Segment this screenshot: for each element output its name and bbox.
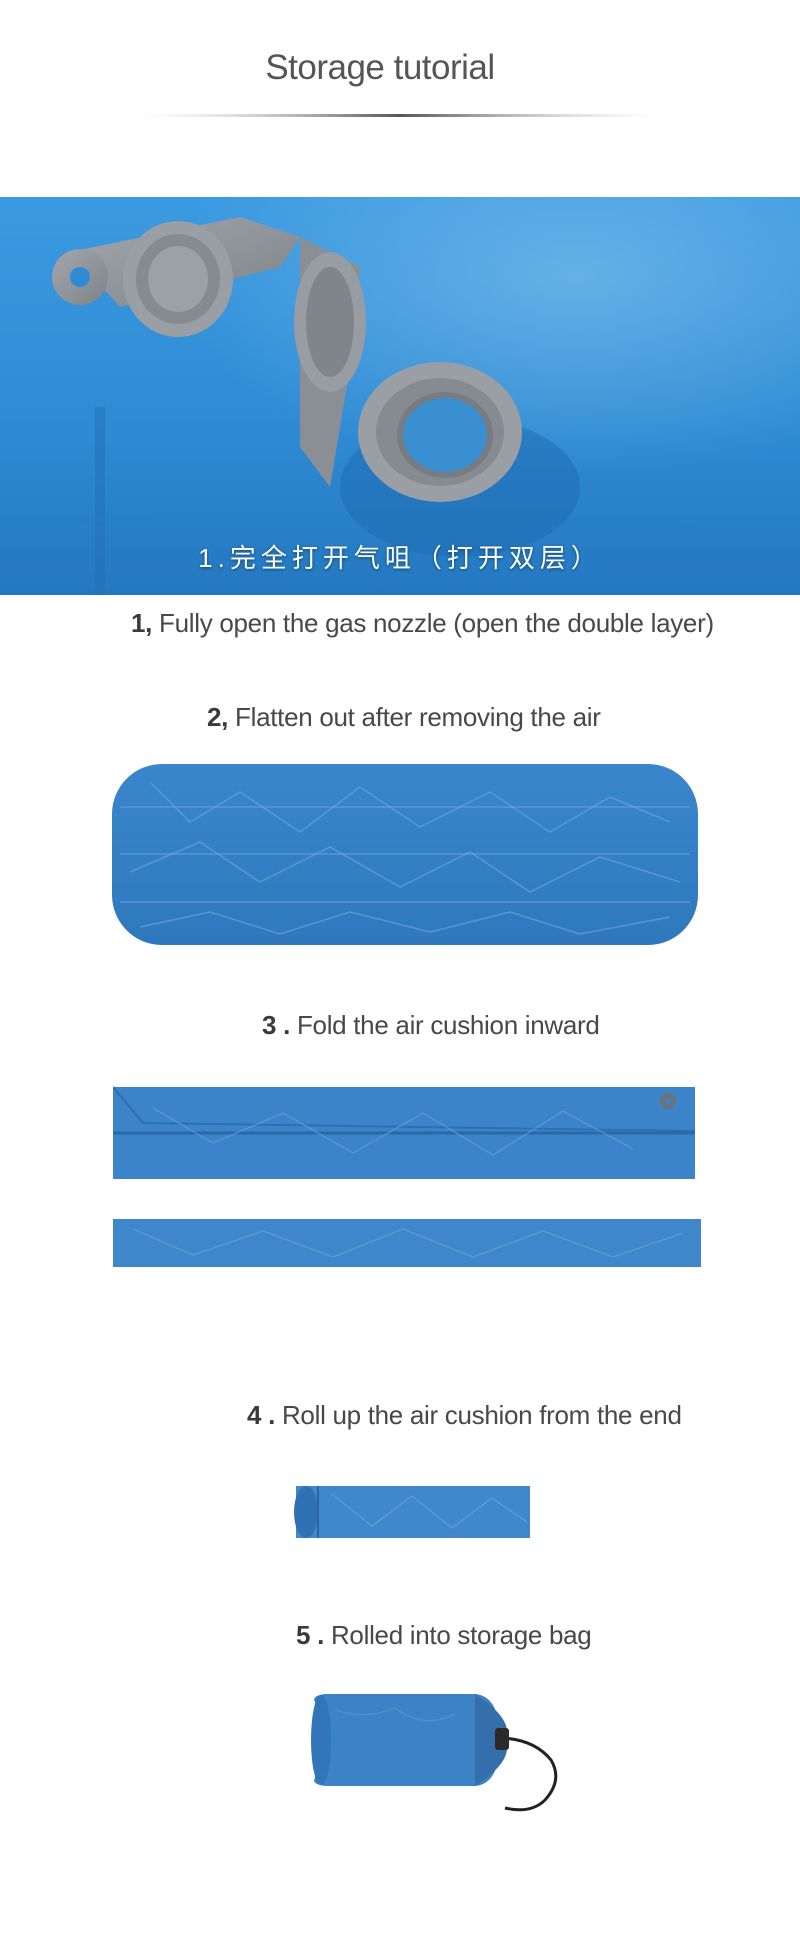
step-1-text: Fully open the gas nozzle (open the doub… <box>159 608 714 638</box>
title-divider <box>138 104 663 117</box>
hero-caption: 1.完全打开气咀（打开双层） <box>198 543 602 573</box>
page-title: Storage tutorial <box>265 48 495 87</box>
step-3-heading: 3 . Fold the air cushion inward <box>262 1010 600 1041</box>
step-1-heading: 1, Fully open the gas nozzle (open the d… <box>131 608 714 639</box>
gas-nozzle-photo <box>0 197 800 595</box>
step-3-text: Fold the air cushion inward <box>296 1010 600 1040</box>
step-3-number: 3 . <box>262 1010 291 1040</box>
step-2-text: Flatten out after removing the air <box>235 702 601 732</box>
step-5-text: Rolled into storage bag <box>330 1620 592 1650</box>
step-2-heading: 2, Flatten out after removing the air <box>207 702 601 733</box>
step-2-number: 2, <box>207 702 229 732</box>
storage-bag-image <box>305 1690 575 1830</box>
step-4-heading: 4 . Roll up the air cushion from the end <box>247 1400 682 1431</box>
step-4-text: Roll up the air cushion from the end <box>281 1400 682 1430</box>
step-1-number: 1, <box>131 608 153 638</box>
step-5-heading: 5 . Rolled into storage bag <box>296 1620 592 1651</box>
folded-strip-image <box>113 1217 703 1269</box>
step-5-number: 5 . <box>296 1620 325 1650</box>
flattened-cushion-image <box>110 762 700 947</box>
folded-cushion-image <box>113 1083 698 1183</box>
step-4-number: 4 . <box>247 1400 276 1430</box>
rolled-cushion-image <box>292 1482 532 1542</box>
